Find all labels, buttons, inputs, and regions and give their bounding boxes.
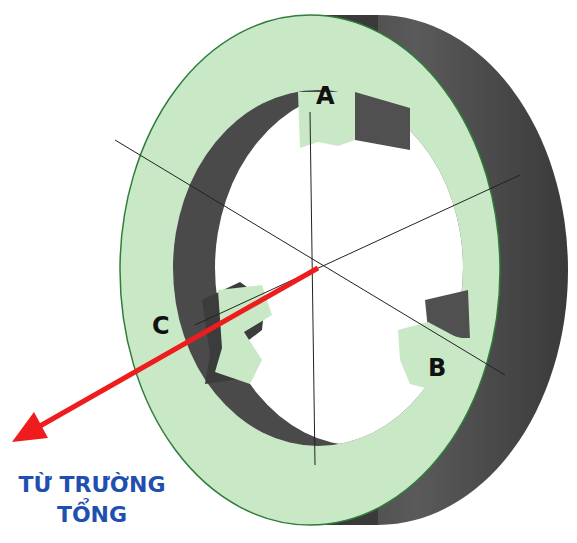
axis-line — [115, 140, 505, 375]
field-label: TỪ TRƯỜNG TỔNG — [4, 470, 180, 529]
field-arrowhead — [12, 412, 48, 442]
pole-side — [355, 92, 410, 150]
pole-label: A — [316, 80, 335, 112]
field-arrow — [40, 268, 318, 426]
axis-line — [310, 112, 315, 465]
axis-line — [195, 175, 520, 325]
pole-label: C — [152, 310, 170, 342]
bore-opening — [215, 90, 505, 446]
pole-label: B — [428, 352, 446, 384]
